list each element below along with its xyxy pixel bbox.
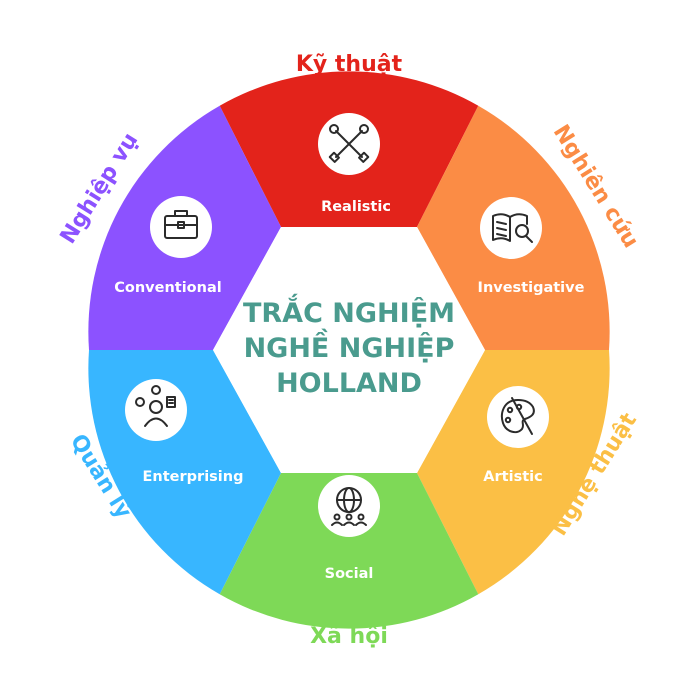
- briefcase-icon: [164, 210, 198, 239]
- tools-icon: [328, 124, 370, 163]
- icon-social: [318, 475, 380, 537]
- segment-artistic: [417, 350, 610, 595]
- icon-investigative: [480, 197, 542, 259]
- segment-labels: Realistic Investigative Artistic Social …: [114, 199, 584, 582]
- icon-artistic: [487, 386, 549, 448]
- label-realistic: Realistic: [321, 199, 391, 215]
- book-magnifier-icon: [492, 213, 533, 243]
- label-artistic: Artistic: [483, 469, 542, 485]
- outer-label-social: Xã hội: [310, 624, 388, 649]
- label-investigative: Investigative: [478, 280, 585, 296]
- icon-realistic: [318, 113, 380, 175]
- icon-enterprising: [125, 379, 187, 441]
- outer-label-realistic: Kỹ thuật: [296, 52, 403, 77]
- title-line-3: HOLLAND: [276, 368, 422, 399]
- label-enterprising: Enterprising: [143, 469, 244, 485]
- title-line-2: NGHỀ NGHIỆP: [244, 329, 455, 364]
- ring-segments: [88, 71, 610, 629]
- label-conventional: Conventional: [114, 280, 221, 296]
- center-title: TRẮC NGHIỆM NGHỀ NGHIỆP HOLLAND: [243, 293, 455, 399]
- icon-conventional: [150, 196, 212, 258]
- label-social: Social: [325, 566, 374, 582]
- center-hexagon: [213, 227, 485, 473]
- segment-social: [219, 473, 479, 629]
- globe-people-icon: [331, 487, 367, 526]
- manager-icon: [135, 385, 176, 427]
- palette-icon: [500, 397, 535, 435]
- title-line-1: TRẮC NGHIỆM: [243, 293, 455, 329]
